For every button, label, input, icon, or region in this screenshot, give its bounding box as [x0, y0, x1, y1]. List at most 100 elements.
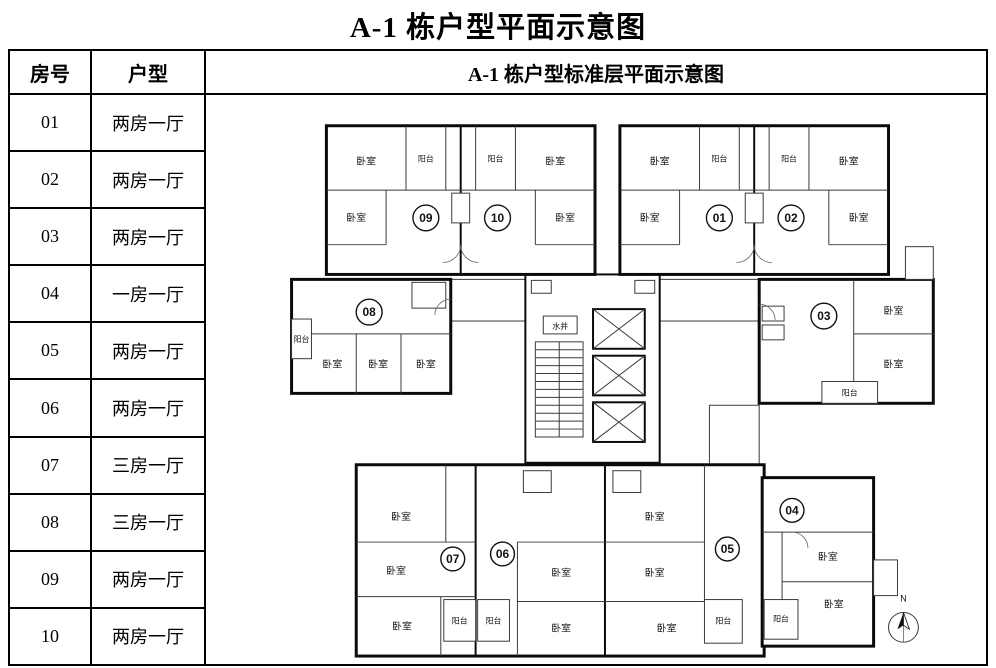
unit-badge-07: 07 [440, 546, 466, 572]
table-row: 07 三房一厅 [8, 435, 987, 495]
room-number-cell: 05 [8, 321, 92, 381]
unit-badge-10: 10 [483, 204, 512, 232]
bedroom-label: 卧室 [416, 358, 436, 371]
bedroom-label: 卧室 [824, 598, 844, 611]
unit-type-cell: 两房一厅 [90, 92, 206, 153]
north-label: N [900, 594, 906, 604]
unit-number: 01 [713, 211, 727, 225]
unit-table: 房号 户型 A-1 栋户型标准层平面示意图 01 两房一厅 [8, 49, 988, 667]
room-number-cell: 01 [8, 92, 92, 153]
bedroom-label: 卧室 [849, 211, 869, 224]
unit-badge-08: 08 [355, 298, 383, 326]
bedroom-label: 卧室 [346, 211, 366, 224]
bedroom-label: 卧室 [818, 550, 838, 563]
elevator-shaft [592, 308, 646, 443]
room-number-cell: 02 [8, 150, 92, 210]
wing-units-01-02: 卧室 阳台 阳台 卧室 卧室 卧室 01 02 [618, 124, 891, 276]
bedroom-label: 卧室 [368, 358, 388, 371]
balcony-label: 阳台 [711, 153, 727, 163]
bedroom-label: 卧室 [386, 564, 406, 577]
bedroom-label: 卧室 [551, 566, 571, 579]
bedroom-label: 卧室 [555, 211, 575, 224]
north-compass: N [888, 594, 919, 643]
table-row: 03 两房一厅 [8, 207, 987, 267]
room-number-cell: 10 [8, 606, 92, 667]
balcony-label: 阳台 [486, 615, 502, 625]
wing-units-07-06-05: 卧室 卧室 卧室 阳台 07 阳台 卧室 [354, 463, 766, 658]
unit-badge-03: 03 [810, 302, 838, 330]
water-shaft-label: 水井 [552, 321, 568, 331]
core-stairs-elevators: 水井 [524, 273, 661, 464]
unit-number: 09 [419, 211, 433, 225]
bedroom-label: 卧室 [645, 510, 665, 523]
bedroom-label: 卧室 [356, 154, 376, 167]
plan-header: A-1 栋户型标准层平面示意图 [204, 49, 988, 95]
unit-type-cell: 两房一厅 [90, 606, 206, 667]
unit-08-area: 阳台 卧室 卧室 卧室 08 [290, 277, 453, 395]
bedroom-label: 卧室 [551, 621, 571, 634]
unit-04-area: 卧室 卧室 阳台 04 [760, 476, 898, 648]
room-number-cell: 08 [8, 492, 92, 552]
table-row: 04 一房一厅 [8, 264, 987, 324]
unit-03-area: 卧室 卧室 阳台 03 [757, 246, 935, 405]
room-number-cell: 04 [8, 264, 92, 324]
unit-badge-01: 01 [705, 204, 734, 232]
bedroom-label: 卧室 [322, 358, 342, 371]
balcony-label: 阳台 [418, 153, 434, 163]
unit-number: 08 [363, 305, 377, 319]
table-row: 08 三房一厅 [8, 492, 987, 552]
unit-type-cell: 两房一厅 [90, 207, 206, 267]
unit-number: 07 [446, 552, 460, 566]
unit-badge-02: 02 [777, 204, 805, 232]
unit-type-cell: 一房一厅 [90, 264, 206, 324]
unit-type-cell: 三房一厅 [90, 435, 206, 495]
floor-plan-svg: 卧室 阳台 阳台 卧室 卧室 卧室 09 10 [290, 124, 935, 658]
floor-plan-cell: 卧室 阳台 阳台 卧室 卧室 卧室 09 10 [204, 93, 988, 666]
unit-number: 10 [491, 211, 505, 225]
bedroom-label: 卧室 [839, 154, 859, 167]
bedroom-label: 卧室 [884, 358, 904, 371]
col-header-type: 户型 [90, 49, 206, 95]
table-row: 06 两房一厅 [8, 378, 987, 438]
compass-needle-light [903, 612, 911, 631]
unit-number: 03 [817, 309, 831, 323]
bedroom-label: 卧室 [640, 211, 660, 224]
balcony-label: 阳台 [842, 387, 858, 397]
unit-number: 02 [784, 211, 798, 225]
balcony-label: 阳台 [294, 334, 310, 344]
table-row: 09 两房一厅 [8, 549, 987, 609]
balcony-label: 阳台 [715, 615, 731, 625]
unit-number: 05 [721, 542, 735, 556]
room-number-cell: 07 [8, 435, 92, 495]
balcony-label: 阳台 [452, 615, 468, 625]
bedroom-label: 卧室 [392, 619, 412, 632]
unit-badge-06: 06 [489, 541, 516, 567]
room-number-cell: 03 [8, 207, 92, 267]
col-header-room: 房号 [8, 49, 92, 95]
balcony-label: 阳台 [781, 153, 797, 163]
table-row: 10 两房一厅 [8, 606, 987, 667]
table-row: 05 两房一厅 [8, 321, 987, 381]
table-row: 01 两房一厅 [8, 92, 988, 666]
bedroom-label: 卧室 [650, 154, 670, 167]
page-title: A-1 栋户型平面示意图 [349, 12, 647, 44]
room-number-cell: 09 [8, 549, 92, 609]
unit-badge-05: 05 [714, 536, 740, 562]
wing-units-09-10: 卧室 阳台 阳台 卧室 卧室 卧室 09 10 [324, 124, 597, 276]
unit-type-cell: 两房一厅 [90, 150, 206, 210]
unit-badge-09: 09 [412, 204, 440, 232]
room-number-cell: 06 [8, 378, 92, 438]
unit-type-cell: 两房一厅 [90, 378, 206, 438]
table-row: 02 两房一厅 [8, 150, 987, 210]
unit-badge-04: 04 [779, 497, 805, 523]
unit-type-cell: 三房一厅 [90, 492, 206, 552]
balcony-label: 阳台 [488, 153, 504, 163]
bedroom-label: 卧室 [391, 510, 411, 523]
bedroom-label: 卧室 [657, 621, 677, 634]
unit-number: 04 [785, 503, 799, 517]
balcony-label: 阳台 [773, 613, 789, 623]
bedroom-label: 卧室 [884, 304, 904, 317]
unit-type-cell: 两房一厅 [90, 321, 206, 381]
staircase [534, 341, 584, 438]
